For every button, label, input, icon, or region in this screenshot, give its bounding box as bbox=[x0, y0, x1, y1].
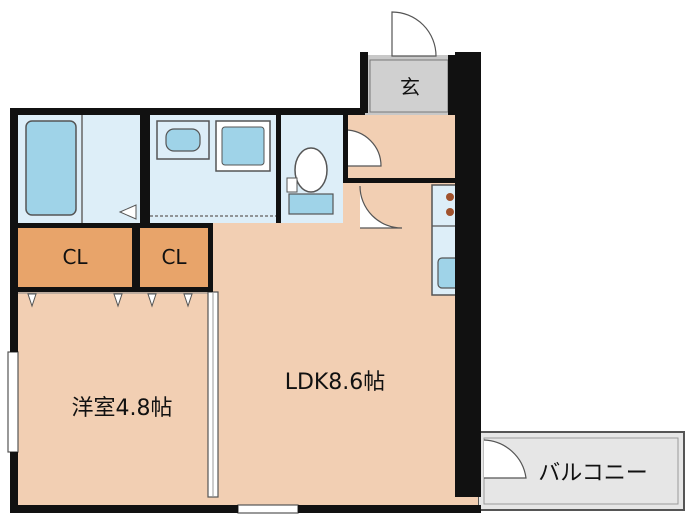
washroom bbox=[150, 113, 276, 223]
ldk-door-swing bbox=[359, 185, 403, 229]
western-room-floor bbox=[18, 292, 213, 507]
toilet-door-swing bbox=[344, 129, 382, 167]
bath-door-icon bbox=[118, 204, 137, 220]
balcony-door-swing bbox=[483, 439, 527, 479]
balcony-label: バルコニー bbox=[538, 461, 648, 486]
closet-a-label: CL bbox=[62, 245, 88, 269]
entrance-door-swing bbox=[391, 11, 437, 57]
bathtub bbox=[25, 120, 77, 216]
south-window bbox=[237, 504, 299, 514]
western-room-label: 洋室4.8帖 bbox=[72, 396, 173, 421]
closet-doors bbox=[18, 292, 208, 308]
sink-icon bbox=[165, 128, 201, 152]
ldk-label: LDK8.6帖 bbox=[285, 370, 386, 395]
closet-b-label: CL bbox=[161, 245, 187, 269]
entrance-label: 玄 bbox=[400, 75, 420, 99]
closet-a: CL bbox=[18, 228, 132, 288]
balcony: バルコニー bbox=[477, 431, 685, 511]
stove-burner-icon bbox=[446, 193, 454, 201]
toilet-room bbox=[281, 113, 382, 223]
toilet-icon bbox=[294, 147, 328, 193]
toilet-tank bbox=[288, 193, 334, 215]
west-window bbox=[7, 351, 19, 453]
stove-burner-icon bbox=[446, 208, 454, 216]
partition-sliding-door bbox=[207, 291, 219, 498]
closet-b: CL bbox=[140, 228, 208, 288]
walls bbox=[10, 52, 481, 513]
bathroom bbox=[18, 113, 145, 223]
entrance: 玄 bbox=[365, 11, 455, 115]
